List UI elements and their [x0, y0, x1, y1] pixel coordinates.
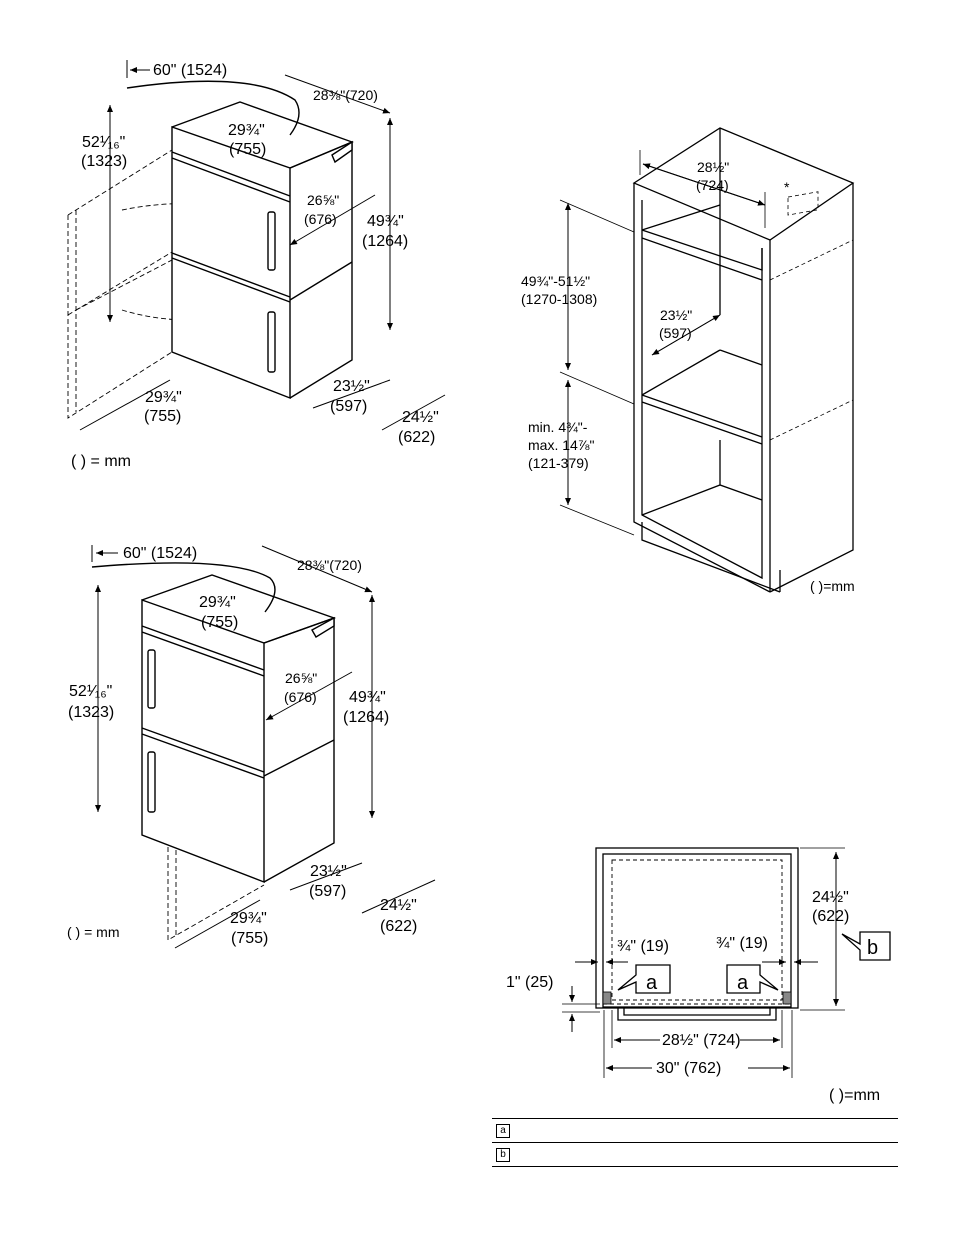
d4-callout-a-right: a — [737, 972, 749, 994]
oven-diagram-2 — [91, 545, 436, 949]
d1-width-bot-mm: (755) — [144, 408, 181, 425]
d4-depth-mm: (622) — [812, 908, 849, 925]
d4-gap-right: ¾" (19) — [716, 935, 768, 952]
d1-unit-note: ( ) = mm — [71, 453, 131, 470]
d1-depth2-mm: (622) — [398, 429, 435, 446]
d1-total-height-in: 52¹⁄₁₆" — [82, 134, 125, 151]
legend-row-b: b — [492, 1142, 898, 1167]
d4-offset: 1" (25) — [506, 974, 553, 991]
d2-depth2-mm: (622) — [380, 918, 417, 935]
d4-callout-a-left: a — [646, 972, 658, 994]
d3-base-line2: max. 14⅞" — [528, 437, 594, 453]
d2-unit-note: ( ) = mm — [67, 924, 120, 940]
d2-body-height-in: 49¾" — [349, 689, 386, 706]
d2-total-height-mm: (1323) — [68, 704, 114, 721]
d1-body-height-mm: (1264) — [362, 233, 408, 250]
d2-depth-top: 28⅜"(720) — [297, 557, 362, 573]
d4-callout-b: b — [867, 937, 878, 959]
legend-table: a b — [492, 1118, 898, 1167]
d4-unit-note: ( )=mm — [829, 1087, 880, 1104]
d3-base-line1: min. 4¾"- — [528, 419, 588, 435]
d2-width-bot-mm: (755) — [231, 930, 268, 947]
d3-depth-in: 23½" — [660, 307, 692, 323]
d1-depth2-in: 24½" — [402, 409, 439, 426]
d1-cable-length: 60" (1524) — [153, 62, 227, 79]
d1-depth-top: 28⅜"(720) — [313, 87, 378, 103]
legend-key-a: a — [496, 1123, 510, 1138]
d2-body-height-mm: (1264) — [343, 709, 389, 726]
d1-door-in: 26⅝" — [307, 192, 339, 208]
d3-base-line3: (121-379) — [528, 455, 589, 471]
d3-width-mm: (724) — [696, 177, 729, 193]
cabinet-diagram — [559, 127, 855, 593]
top-view-diagram — [562, 847, 891, 1078]
d3-unit-note: ( )=mm — [810, 578, 855, 594]
d2-total-height-in: 52¹⁄₁₆" — [69, 683, 112, 700]
d3-width-in: 28½" — [697, 159, 729, 175]
d4-depth-in: 24½" — [812, 889, 849, 906]
d2-width-top-mm: (755) — [201, 614, 238, 631]
d2-door-mm: (676) — [284, 689, 317, 705]
d1-door-mm: (676) — [304, 211, 337, 227]
d2-depth-mm: (597) — [309, 883, 346, 900]
d3-star-note: * — [784, 179, 790, 195]
d2-depth-in: 23½" — [310, 863, 347, 880]
d1-body-height-in: 49¾" — [367, 213, 404, 230]
d1-width-top-in: 29¾" — [228, 122, 265, 139]
d1-width-top-mm: (755) — [229, 141, 266, 158]
d2-width-top-in: 29¾" — [199, 594, 236, 611]
d3-height-in: 49¾"-51½" — [521, 273, 590, 289]
cabinet-diagram-labels: 28½" (724) * 49¾"-51½" (1270-1308) 23½" … — [521, 159, 855, 594]
legend-key-b: b — [496, 1147, 510, 1162]
top-view-labels: 24½" (622) ¾" (19) ¾" (19) a a b 1" (25)… — [506, 889, 880, 1104]
d1-width-bot-in: 29¾" — [145, 389, 182, 406]
oven-diagram-1 — [67, 60, 446, 431]
d2-cable-length: 60" (1524) — [123, 545, 197, 562]
d2-depth2-in: 24½" — [380, 897, 417, 914]
d4-outer-width: 30" (762) — [656, 1060, 721, 1077]
d2-width-bot-in: 29¾" — [230, 910, 267, 927]
oven-diagram-1-labels: 60" (1524) 28⅜"(720) 29¾" (755) 52¹⁄₁₆" … — [71, 62, 439, 470]
d1-depth-in: 23½" — [333, 378, 370, 395]
d1-total-height-mm: (1323) — [81, 153, 127, 170]
oven-diagram-2-labels: 60" (1524) 28⅜"(720) 29¾" (755) 52¹⁄₁₆" … — [67, 545, 417, 947]
d2-door-in: 26⅝" — [285, 670, 317, 686]
legend-row-a: a — [492, 1118, 898, 1142]
d3-depth-mm: (597) — [659, 325, 692, 341]
d4-inner-width: 28½" (724) — [662, 1032, 741, 1049]
d3-height-mm: (1270-1308) — [521, 291, 597, 307]
d4-gap-left: ¾" (19) — [617, 938, 669, 955]
d1-depth-mm: (597) — [330, 398, 367, 415]
